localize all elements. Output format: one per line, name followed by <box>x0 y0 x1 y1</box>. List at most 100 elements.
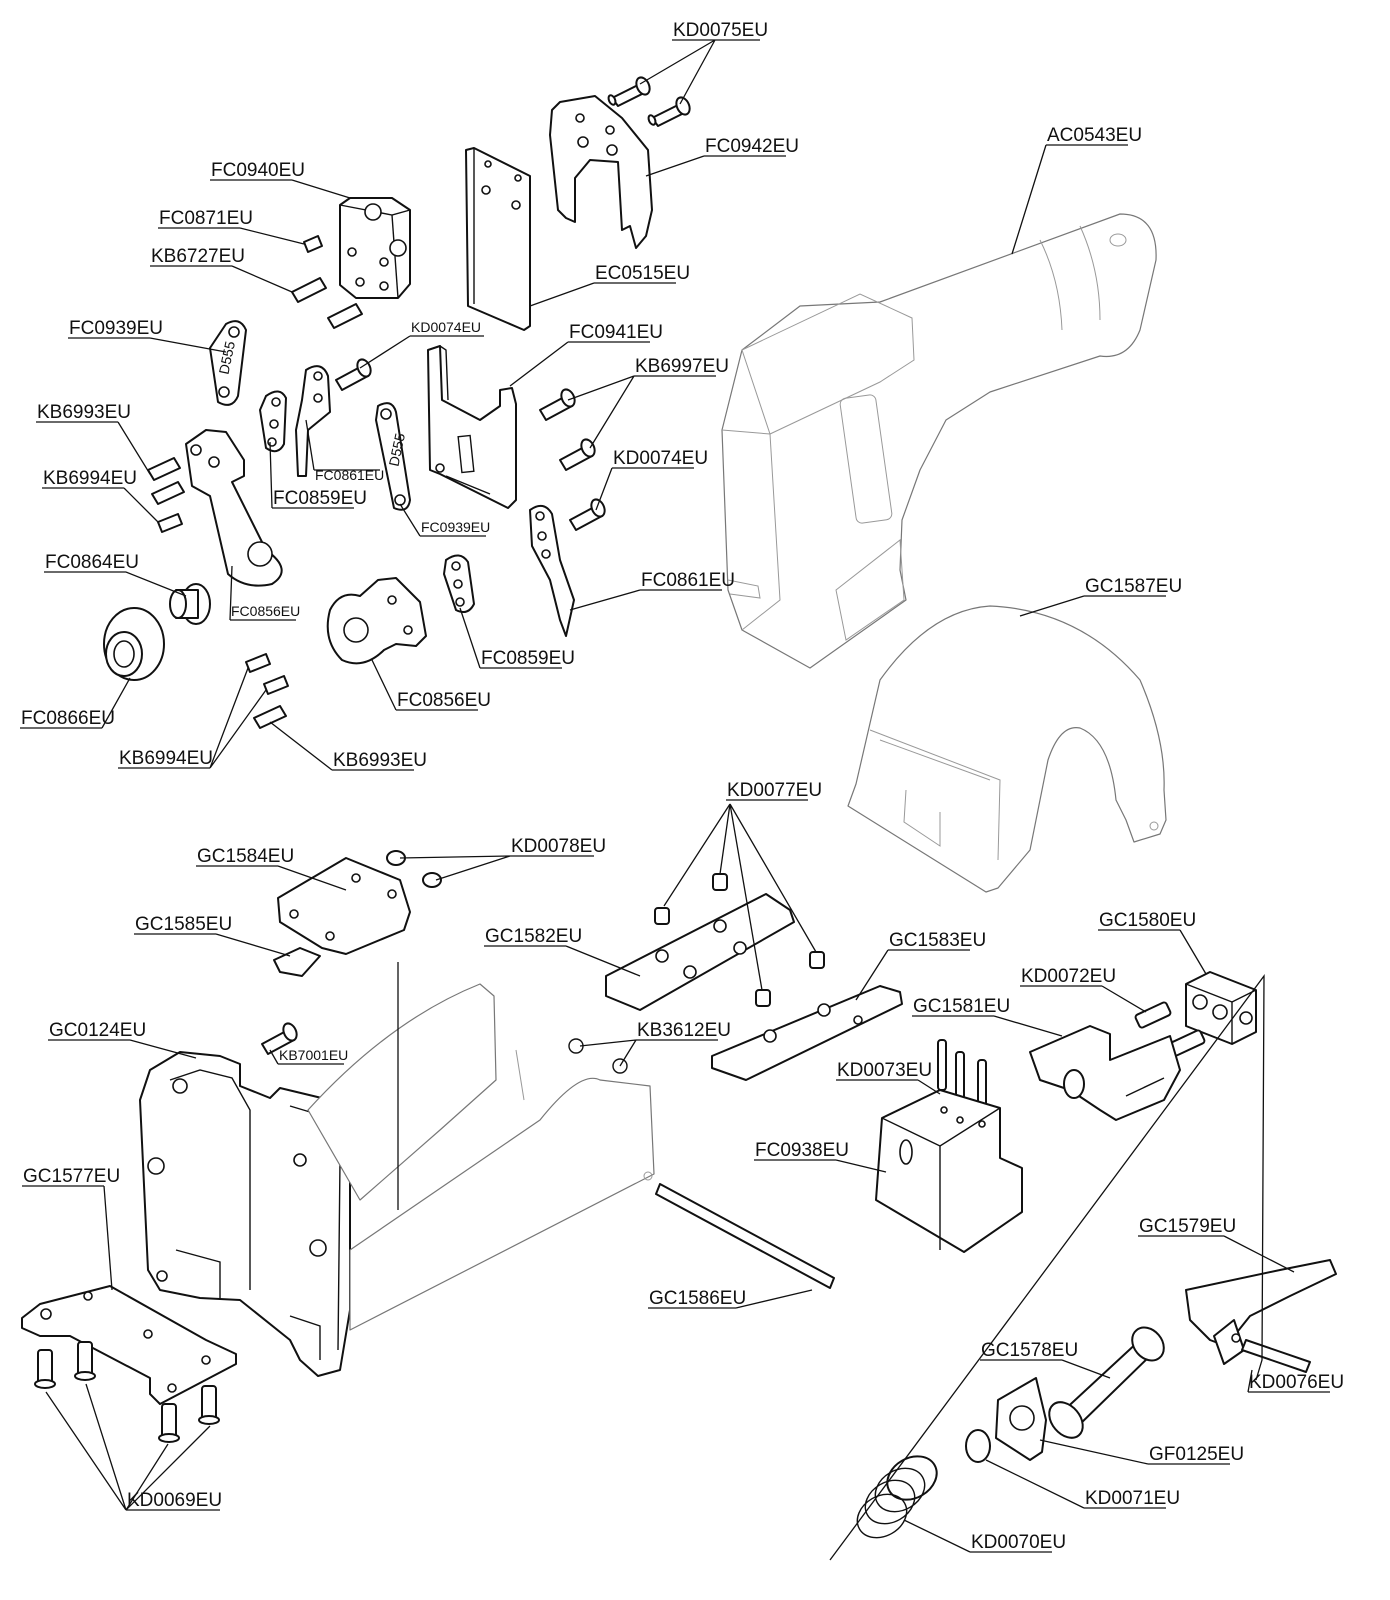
label-fc0856eu-lower: FC0856EU <box>397 690 491 711</box>
link-fc0859eu-upper <box>259 390 287 453</box>
plate-gc1577eu <box>21 1285 237 1405</box>
bracket-gc1584eu <box>277 857 411 955</box>
shaft-gc1578eu <box>1048 1326 1165 1439</box>
label-kb6727eu: KB6727EU <box>151 246 245 267</box>
link-engraving-upper: D555 <box>215 339 238 375</box>
pin-kb6993eu-upper <box>147 457 185 505</box>
plate-ec0515eu <box>465 147 531 331</box>
label-fc0859eu-lower: FC0859EU <box>481 648 575 669</box>
label-gf0125eu: GF0125EU <box>1149 1444 1244 1465</box>
label-fc0859eu-upper: FC0859EU <box>273 488 367 509</box>
label-fc0866eu: FC0866EU <box>21 708 115 729</box>
screw-kd0074eu-upper <box>335 358 372 391</box>
link-fc0939eu: D555 <box>209 320 247 406</box>
bracket-fc0941eu <box>427 345 517 509</box>
label-kd0078eu: KD0078EU <box>511 836 606 857</box>
label-kd0075eu: KD0075EU <box>673 20 768 41</box>
label-gc1585eu: GC1585EU <box>135 914 232 935</box>
label-gc1587eu: GC1587EU <box>1085 576 1182 597</box>
block-fc0940eu <box>339 197 411 299</box>
label-ec0515eu: EC0515EU <box>595 263 690 284</box>
spring-kd0072eu <box>1134 1001 1206 1057</box>
pin-fc0871eu <box>303 235 323 253</box>
rail-gc1583eu <box>711 985 903 1081</box>
label-kd0070eu: KD0070EU <box>971 1532 1066 1553</box>
pin-kd0076eu <box>1241 1339 1311 1373</box>
screw-kb7001eu <box>261 1022 298 1055</box>
housing-ac0543eu <box>721 213 1157 669</box>
screw-kd0069eu <box>34 1341 220 1443</box>
label-gc1579eu: GC1579EU <box>1139 1216 1236 1237</box>
flange-fc0866eu <box>103 607 165 681</box>
screw-kb6997eu <box>539 388 596 471</box>
screw-kd0075eu <box>607 76 691 127</box>
label-gc1577eu: GC1577EU <box>23 1166 120 1187</box>
rail-gc1582eu <box>605 893 795 1011</box>
plate-gf0125eu <box>995 1377 1047 1461</box>
label-gc1582eu: GC1582EU <box>485 926 582 947</box>
label-fc0871eu: FC0871EU <box>159 208 253 229</box>
block-gc1580eu <box>1185 971 1257 1045</box>
lever-fc0856eu-lower <box>326 577 427 665</box>
label-kb6994eu-lower: KB6994EU <box>119 748 213 769</box>
cover-gc1587eu <box>847 605 1167 893</box>
rod-gc1586eu <box>655 1183 835 1289</box>
label-kd0074eu-lower: KD0074EU <box>613 448 708 469</box>
part-labels: KD0075EU FC0942EU AC0543EU FC0940EU FC08… <box>21 20 1344 1553</box>
label-gc1578eu: GC1578EU <box>981 1340 1078 1361</box>
label-gc1580eu: GC1580EU <box>1099 910 1196 931</box>
label-kd0069eu: KD0069EU <box>127 1490 222 1511</box>
clip-gc1585eu <box>273 947 321 977</box>
label-gc0124eu: GC0124EU <box>49 1020 146 1041</box>
label-kd0077eu: KD0077EU <box>727 780 822 801</box>
magazine-body <box>307 983 655 1331</box>
label-fc0939eu: FC0939EU <box>69 318 163 339</box>
label-gc1584eu: GC1584EU <box>197 846 294 867</box>
pin-kd0073eu <box>937 1039 987 1111</box>
label-kd0074eu-upper: KD0074EU <box>411 319 481 335</box>
detail-boundary-line <box>829 974 1265 1561</box>
lever-gc1579eu <box>1185 1259 1337 1365</box>
ring-kd0071eu <box>965 1429 991 1463</box>
label-kb6993eu-upper: KB6993EU <box>37 402 131 423</box>
label-fc0942eu: FC0942EU <box>705 136 799 157</box>
hub-fc0864eu <box>169 583 211 625</box>
screw-kd0074eu-lower <box>569 498 606 531</box>
label-fc0864eu: FC0864EU <box>45 552 139 573</box>
label-gc1581eu: GC1581EU <box>913 996 1010 1017</box>
label-ac0543eu: AC0543EU <box>1047 125 1142 146</box>
lever-fc0861eu-lower <box>529 504 575 637</box>
leader-lines <box>20 39 1330 1553</box>
link-engraving-mid: D555 <box>385 431 408 467</box>
pin-kb6994eu-lower <box>245 653 289 695</box>
lever-fc0861eu-upper <box>295 365 331 477</box>
pin-kb6727eu <box>291 277 363 329</box>
pin-kb6994eu-upper <box>157 513 183 533</box>
label-kb3612eu: KB3612EU <box>637 1020 731 1041</box>
plate-fc0942eu <box>549 95 653 249</box>
label-kb6993eu-lower: KB6993EU <box>333 750 427 771</box>
block-fc0938eu <box>875 1089 1023 1253</box>
label-fc0939eu-mid: FC0939EU <box>421 519 490 535</box>
label-gc1586eu: GC1586EU <box>649 1288 746 1309</box>
label-kd0076eu: KD0076EU <box>1249 1372 1344 1393</box>
label-kd0071eu: KD0071EU <box>1085 1488 1180 1509</box>
spring-kd0070eu <box>856 1455 938 1539</box>
link-fc0939eu-mid: D555 <box>375 402 411 511</box>
label-gc1583eu: GC1583EU <box>889 930 986 951</box>
label-kb7001eu: KB7001EU <box>279 1047 348 1063</box>
label-kd0073eu: KD0073EU <box>837 1060 932 1081</box>
label-fc0941eu: FC0941EU <box>569 322 663 343</box>
label-fc0861eu-upper: FC0861EU <box>315 467 384 483</box>
label-kd0072eu: KD0072EU <box>1021 966 1116 987</box>
label-fc0938eu: FC0938EU <box>755 1140 849 1161</box>
pin-kb6993eu-lower <box>253 705 287 729</box>
link-fc0859eu-lower <box>443 554 475 613</box>
label-fc0940eu: FC0940EU <box>211 160 305 181</box>
label-fc0861eu-lower: FC0861EU <box>641 570 735 591</box>
slider-gc1581eu <box>1029 1025 1181 1121</box>
label-fc0856eu-upper: FC0856EU <box>231 603 300 619</box>
label-kb6997eu: KB6997EU <box>635 356 729 377</box>
screw-kd0077eu <box>654 873 825 1007</box>
screw-kd0078eu <box>386 850 442 888</box>
